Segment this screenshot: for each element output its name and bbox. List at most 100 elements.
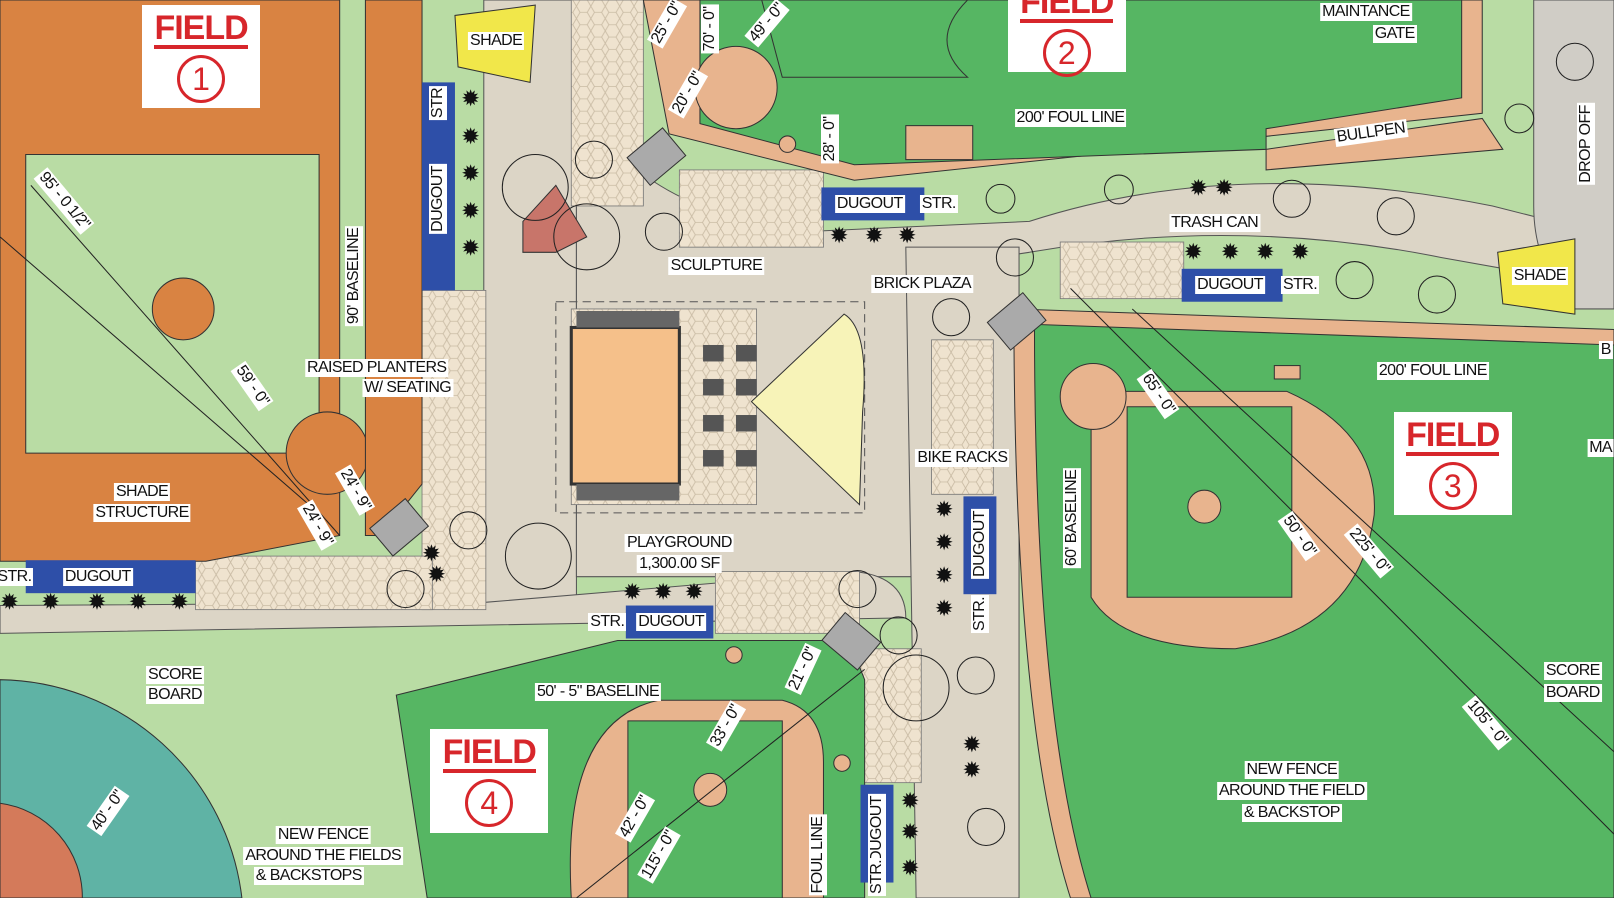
svg-text:✹: ✹ [901,855,920,881]
svg-text:✹: ✹ [935,530,954,556]
svg-text:✹: ✹ [935,563,954,589]
svg-text:✹: ✹ [901,788,920,814]
shade-structure-label: SHADE [113,483,171,502]
svg-text:✹: ✹ [623,579,642,605]
maintenance-gate-label-line2: GATE [1372,24,1417,43]
svg-text:✹: ✹ [461,235,480,261]
field-4-label: FIELD [442,733,537,774]
new-fence-label-line2: AROUND THE FIELDS [243,846,404,865]
edge-label: MA [1587,438,1614,457]
palm-trees: ✹✹✹✹✹ ✹✹✹ ✹✹ ✹✹✹✹ ✹✹✹✹✹ ✹✹✹ ✹✹✹✹ ✹✹ ✹✹✹ … [0,86,1310,881]
svg-text:✹: ✹ [901,819,920,845]
field-2-label: FIELD [1020,0,1114,23]
svg-text:✹: ✹ [685,579,704,605]
equipment-pads [369,127,1047,671]
maintenance-gate-label: MAINTANCE [1320,3,1412,22]
svg-text:✹: ✹ [461,198,480,224]
new-fence-label-line2: AROUND THE FIELD [1216,781,1367,800]
svg-text:✹: ✹ [1189,176,1208,202]
svg-text:✹: ✹ [87,590,106,616]
svg-text:✹: ✹ [654,579,673,605]
new-fence-label-line3: & BACKSTOPS [253,867,364,886]
storage-label: STR. [588,613,627,631]
svg-text:✹: ✹ [1215,176,1234,202]
raised-planters-label-line2: W/ SEATING [362,379,454,398]
foul-line-label: 200' FOUL LINE [1376,361,1489,380]
svg-text:✹: ✹ [865,223,884,249]
foul-line-label: 200' FOUL LINE [1014,109,1127,128]
bike-racks-label: BIKE RACKS [915,449,1010,468]
new-fence-label: NEW FENCE [275,826,371,845]
dugout-label: DUGOUT [834,194,905,213]
dugout-label: DUGOUT [1195,276,1265,295]
shade-label: SHADE [1511,266,1568,285]
shade-label: SHADE [468,32,525,51]
playground-label: PLAYGROUND [624,533,734,552]
dimension-label: 70' - 0" [701,4,720,54]
sculpture-label: SCULPTURE [668,256,765,275]
field-1-sign: FIELD 1 [142,5,261,109]
dugout-label: DUGOUT [867,794,886,864]
svg-text:✹: ✹ [129,590,148,616]
svg-text:✹: ✹ [427,562,446,588]
new-fence-label: NEW FENCE [1244,761,1340,780]
svg-text:✹: ✹ [830,223,849,249]
benches [703,344,757,467]
dugout-label: DUGOUT [970,508,989,579]
storage-label: STR [429,85,448,121]
svg-text:✹: ✹ [41,590,60,616]
storage-label: STR. [1281,276,1320,295]
svg-text:✹: ✹ [422,541,441,567]
svg-text:✹: ✹ [170,590,189,616]
new-fence-label-line3: & BACKSTOP [1241,803,1342,822]
svg-text:✹: ✹ [1221,240,1240,266]
baseline-label: 60' BASELINE [1062,467,1081,569]
field-4-sign: FIELD 4 [430,729,549,834]
field-1-number: 1 [177,55,226,104]
raised-planters-label: RAISED PLANTERS [304,358,449,377]
trees [386,42,1594,846]
dimension-label: 28' - 0" [820,114,839,164]
svg-text:✹: ✹ [935,596,954,622]
score-board-label: SCORE [1543,662,1602,681]
field-2-sign: FIELD 2 [1007,0,1126,77]
playground-area-label: 1,300.00 SF [637,555,722,574]
brick-plaza-label: BRICK PLAZA [871,275,973,294]
shade-structure-label-line2: STRUCTURE [93,503,191,522]
storage-label: STR. [867,858,886,897]
edge-label: B [1598,341,1613,360]
svg-text:✹: ✹ [461,161,480,187]
svg-text:✹: ✹ [1184,240,1203,266]
score-board-label-line2: BOARD [1543,684,1602,703]
field-3-label: FIELD [1406,415,1500,456]
dugout-label: DUGOUT [636,613,706,631]
baseline-label: 50' - 5" BASELINE [534,683,662,702]
storage-label: STR. [0,567,34,586]
svg-text:✹: ✹ [962,758,981,784]
storage-label: STR. [919,194,958,213]
field-4-number: 4 [465,779,514,828]
field-3-sign: FIELD 3 [1393,411,1512,515]
svg-text:✹: ✹ [461,124,480,150]
field-1-diamond [0,0,423,562]
svg-text:✹: ✹ [962,732,981,758]
svg-text:✹: ✹ [935,497,954,523]
dugout-label: DUGOUT [429,163,448,234]
field-2-number: 2 [1042,29,1091,77]
storage-label: STR. [970,594,989,633]
dugout-label: DUGOUT [62,567,133,586]
field-1-label: FIELD [154,9,249,50]
drop-off-label: DROP OFF [1577,103,1596,185]
trash-can-label: TRASH CAN [1169,214,1261,233]
field-5-partial [0,679,243,898]
score-board-label: SCORE [146,665,204,684]
svg-text:✹: ✹ [0,590,19,616]
foul-line-label: FOUL LINE [809,814,828,896]
field-3-number: 3 [1428,461,1477,510]
svg-text:✹: ✹ [898,223,917,249]
field-2-diamond [642,0,1504,181]
sculpture-plaza [522,184,588,253]
svg-text:✹: ✹ [1291,240,1310,266]
